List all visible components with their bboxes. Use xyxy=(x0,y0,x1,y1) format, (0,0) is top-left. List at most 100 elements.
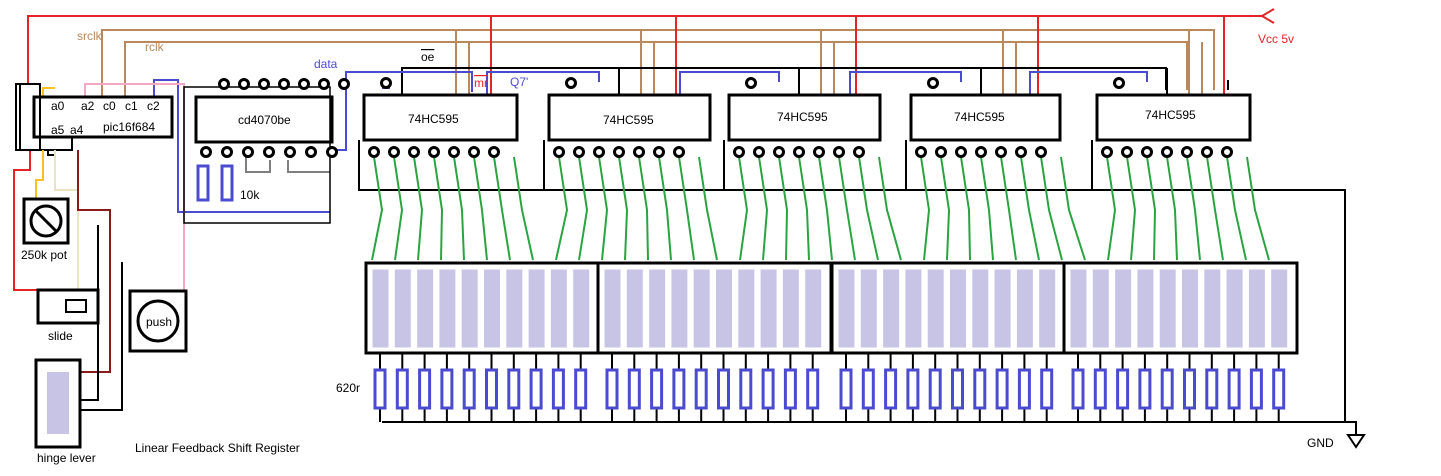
pic-frame xyxy=(15,83,41,151)
sr-pin xyxy=(773,146,785,158)
rclk-label: rclk xyxy=(145,40,165,54)
bar-segment xyxy=(1181,268,1199,349)
resistor-620r xyxy=(761,368,775,410)
a0-wire xyxy=(42,87,55,97)
output-wire xyxy=(920,156,931,261)
lever-label: hinge lever xyxy=(37,451,96,465)
output-wire xyxy=(878,156,902,261)
output-wire xyxy=(838,156,856,261)
resistor-620r xyxy=(839,368,853,410)
sr2-name: 74HC595 xyxy=(603,113,654,127)
bar-segment xyxy=(1136,268,1155,349)
bar-segment xyxy=(837,268,856,349)
resistor-620r xyxy=(1205,368,1219,410)
xor-pin-top xyxy=(338,78,350,90)
output-wire xyxy=(433,156,444,261)
pic-pin-c2: c2 xyxy=(147,99,160,113)
sr1-name: 74HC595 xyxy=(408,112,459,126)
resistor-620r xyxy=(672,368,686,410)
data-line xyxy=(153,79,330,213)
bar-segment xyxy=(371,268,390,349)
output-wire xyxy=(798,156,810,261)
bar-segment xyxy=(460,268,479,349)
bar-segment xyxy=(603,268,622,349)
output-wire xyxy=(578,156,589,261)
output-wire xyxy=(1186,156,1201,261)
output-wire xyxy=(1226,156,1247,261)
output-wire xyxy=(1020,156,1040,261)
xor-pin-bottom xyxy=(200,146,212,158)
resistor-620r-label: 620r xyxy=(336,381,360,395)
sr-pin xyxy=(1161,146,1173,158)
slide-switch xyxy=(36,288,100,325)
sr-pin xyxy=(975,146,987,158)
q7-chain xyxy=(1029,71,1148,95)
components xyxy=(15,77,1366,449)
bar-segment xyxy=(1114,268,1133,349)
wires xyxy=(13,8,1357,435)
gnd-label: GND xyxy=(1307,436,1334,450)
sr-pin-top xyxy=(927,77,939,89)
resistor-620r xyxy=(627,368,641,410)
resistor-10k-label: 10k xyxy=(240,188,260,202)
shift-register xyxy=(727,93,882,142)
output-wire xyxy=(598,156,609,261)
bar-segment xyxy=(670,268,689,349)
sr-pin xyxy=(573,146,585,158)
q7-chain xyxy=(849,71,962,95)
resistor-620r xyxy=(928,368,942,410)
lever-wire xyxy=(77,150,111,320)
bar-segment xyxy=(926,268,945,349)
bar-segment xyxy=(715,268,733,349)
bar-segment xyxy=(993,268,1012,349)
sr-pin-top xyxy=(565,77,577,89)
bar-segment xyxy=(949,268,967,349)
sr-pin xyxy=(1101,146,1113,158)
sr-gnd xyxy=(1091,140,1346,422)
output-wire xyxy=(618,156,629,261)
sr-pin xyxy=(833,146,845,158)
vcc-label: Vcc 5v xyxy=(1258,32,1294,46)
sr-pin xyxy=(1201,146,1213,158)
resistor-620r xyxy=(783,368,797,410)
output-wire xyxy=(1166,156,1178,261)
output-wire xyxy=(678,156,695,261)
output-wire xyxy=(738,156,749,261)
resistor-620r xyxy=(1272,368,1286,410)
output-wire xyxy=(1060,156,1086,261)
output-wire xyxy=(698,156,718,261)
bar-segment xyxy=(737,268,756,349)
bar-segment xyxy=(692,268,711,349)
output-wire xyxy=(858,156,879,261)
resistor-10k xyxy=(196,164,210,202)
xor-pin-bottom xyxy=(284,146,296,158)
xor-pin-bottom xyxy=(242,146,254,158)
sr-pin xyxy=(653,146,665,158)
output-wire xyxy=(960,156,971,261)
bar-segment xyxy=(483,268,501,349)
xor-chip xyxy=(194,95,334,144)
bar-segment xyxy=(505,268,524,349)
bar-segment xyxy=(904,268,923,349)
pic-pin-c1: c1 xyxy=(125,99,138,113)
xor-chip-name: cd4070be xyxy=(238,113,291,127)
shift-register xyxy=(909,93,1062,142)
resistor-620r xyxy=(806,368,820,410)
data-in xyxy=(334,71,473,151)
labels: Vcc 5v GND srclk rclk data oe mr Q7' pic… xyxy=(21,29,1334,465)
resistor-620r xyxy=(1249,368,1263,410)
sr-pin xyxy=(1221,146,1233,158)
ground-wire xyxy=(72,262,123,411)
xor-pin-top xyxy=(258,78,270,90)
resistor-620r xyxy=(951,368,964,410)
resistor-620r xyxy=(717,368,730,410)
pot-wiper xyxy=(35,150,44,199)
lever-wire xyxy=(80,320,111,373)
resistor-620r xyxy=(1116,368,1130,410)
lever-bar xyxy=(47,372,69,434)
vcc-arrow xyxy=(1261,8,1275,17)
bar-segment xyxy=(438,268,457,349)
pic-pin-a5: a5 xyxy=(51,123,65,137)
xor-pin-top xyxy=(318,78,330,90)
srclk-label: srclk xyxy=(77,29,103,43)
